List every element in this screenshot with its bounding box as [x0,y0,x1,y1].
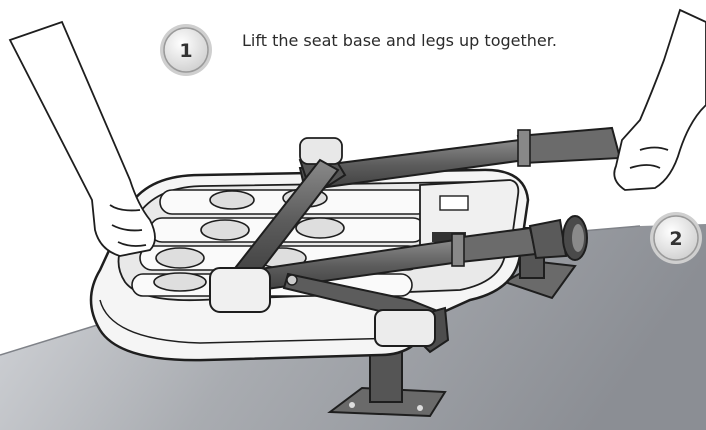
step-number-1: 1 [179,40,192,62]
step-badge-1: 1 [160,24,212,76]
step-badge-2: 2 [650,212,702,264]
left-hand [8,20,156,257]
instruction-text: Lift the seat base and legs up together. [242,31,557,50]
hinge-block [209,267,436,347]
step-number-2: 2 [669,228,682,250]
right-hand [613,8,706,191]
